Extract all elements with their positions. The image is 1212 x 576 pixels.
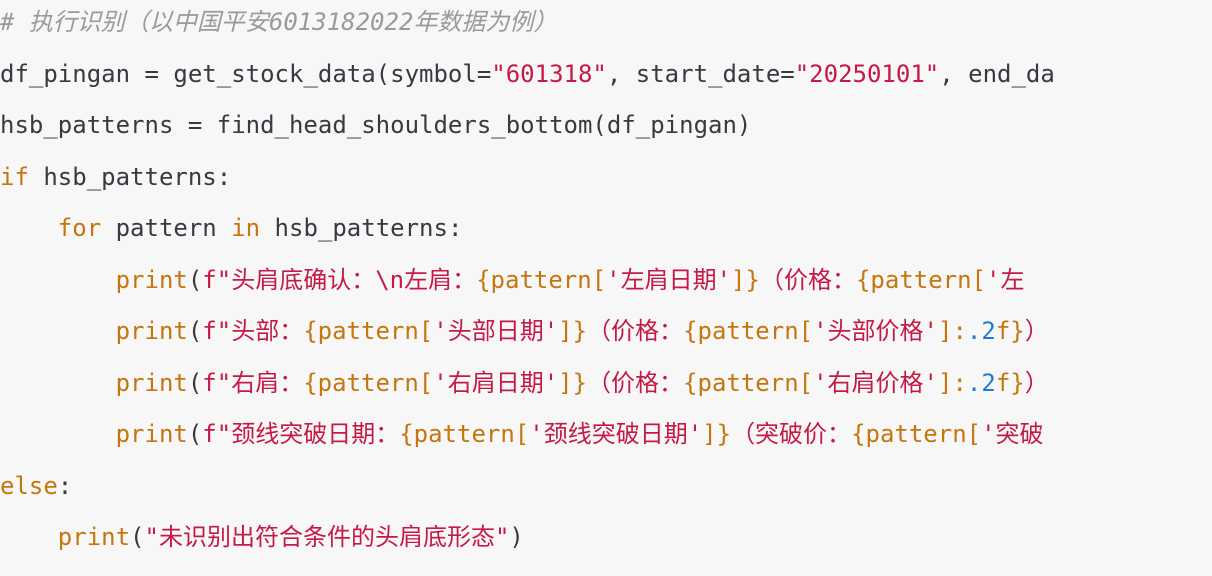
code-line-print-left-shoulder: print(f"头肩底确认：\n左肩：{pattern['左肩日期']}（价格：… (0, 262, 1212, 314)
code-token: '左 (986, 265, 1025, 294)
code-token: , start_date= (606, 59, 795, 88)
code-token: '头部价格' (813, 317, 939, 345)
code-token: ]: (938, 317, 967, 345)
code-token: ( (187, 317, 203, 345)
code-token (0, 317, 116, 345)
code-line-find-patterns: hsb_patterns = find_head_shoulders_botto… (0, 107, 1212, 159)
code-token: '突破 (981, 420, 1044, 448)
code-token: {pattern[ (476, 265, 607, 294)
code-token: ） (1024, 368, 1049, 397)
code-token: hsb_patterns: (260, 214, 463, 242)
code-token: （价格： (587, 368, 684, 397)
code-line-print-none: print("未识别出符合条件的头肩底形态") (0, 519, 1212, 571)
code-token (0, 420, 116, 448)
code-token: {pattern[ (855, 265, 986, 294)
code-token: in (231, 214, 261, 242)
code-token (0, 369, 116, 397)
code-token: print (115, 368, 188, 397)
code-token: {pattern[ (303, 317, 434, 345)
code-token: print (115, 420, 188, 448)
code-token: # 执行识别（以中国平安6013182022年数据为例） (0, 8, 558, 36)
code-token (0, 523, 58, 551)
code-line-get-stock-data: df_pingan = get_stock_data(symbol="60131… (0, 56, 1212, 108)
code-token: ]} (558, 368, 588, 397)
code-token: ( (187, 368, 203, 397)
code-token: '颈线突破日期' (529, 420, 703, 448)
code-token: if (0, 162, 29, 191)
code-token: '头部日期' (433, 317, 559, 345)
code-token: hsb_patterns: (28, 162, 232, 191)
code-token: hsb_patterns = find_head_shoulders_botto… (0, 111, 752, 139)
code-token: pattern (101, 214, 232, 242)
code-token (0, 266, 116, 294)
code-token: {pattern[ (683, 368, 814, 397)
code-token: f"颈线突破日期： (202, 420, 400, 448)
code-line-print-head: print(f"头部：{pattern['头部日期']}（价格：{pattern… (0, 313, 1212, 365)
code-token: ） (1024, 317, 1049, 345)
code-token: df_pingan = get_stock_data(symbol= (0, 59, 492, 88)
code-token: {pattern[ (303, 368, 434, 397)
code-token: （突破价： (731, 420, 852, 448)
code-token: ]: (938, 368, 967, 397)
code-token: f} (995, 317, 1025, 345)
code-token: .2 (966, 368, 996, 397)
code-token: : (57, 471, 73, 500)
code-token: ]} (731, 265, 760, 294)
code-token: for (57, 214, 102, 242)
code-token: f"右肩： (202, 368, 304, 397)
code-token: "未识别出符合条件的头肩底形态" (144, 523, 510, 551)
code-line-comment: # 执行识别（以中国平安6013182022年数据为例） (0, 4, 1212, 56)
code-token: '右肩价格' (813, 368, 939, 397)
code-line-else: else: (0, 468, 1212, 520)
code-token: "20250101" (794, 59, 940, 88)
code-line-print-neckline: print(f"颈线突破日期：{pattern['颈线突破日期']}（突破价：{… (0, 416, 1212, 468)
code-token: , end_da (939, 59, 1055, 88)
code-token: （价格： (587, 317, 684, 345)
code-token: ( (187, 420, 203, 448)
code-token: ]} (558, 317, 588, 345)
code-token: ]} (702, 420, 732, 448)
code-token: print (57, 523, 131, 551)
code-token: else (0, 471, 58, 500)
code-token: {pattern[ (399, 420, 530, 448)
code-token: print (115, 265, 188, 294)
code-line-if: if hsb_patterns: (0, 159, 1212, 211)
code-token: print (115, 317, 188, 345)
code-token: '左肩日期' (606, 265, 732, 294)
code-line-for: for pattern in hsb_patterns: (0, 210, 1212, 262)
code-token: ( (187, 265, 203, 294)
code-token: ( (130, 523, 145, 551)
code-token: f} (995, 368, 1025, 397)
code-token: {pattern[ (851, 420, 982, 448)
code-token: f"头部： (202, 317, 304, 345)
code-token: '右肩日期' (433, 368, 559, 397)
code-token: f"头肩底确认：\n左肩： (202, 265, 477, 294)
code-token (0, 214, 58, 242)
code-token: .2 (966, 317, 996, 345)
code-token: ) (509, 523, 524, 551)
code-line-print-right-shoulder: print(f"右肩：{pattern['右肩日期']}（价格：{pattern… (0, 365, 1212, 417)
code-token: {pattern[ (683, 317, 814, 345)
code-token: （价格： (759, 265, 856, 294)
code-token: "601318" (491, 59, 607, 88)
